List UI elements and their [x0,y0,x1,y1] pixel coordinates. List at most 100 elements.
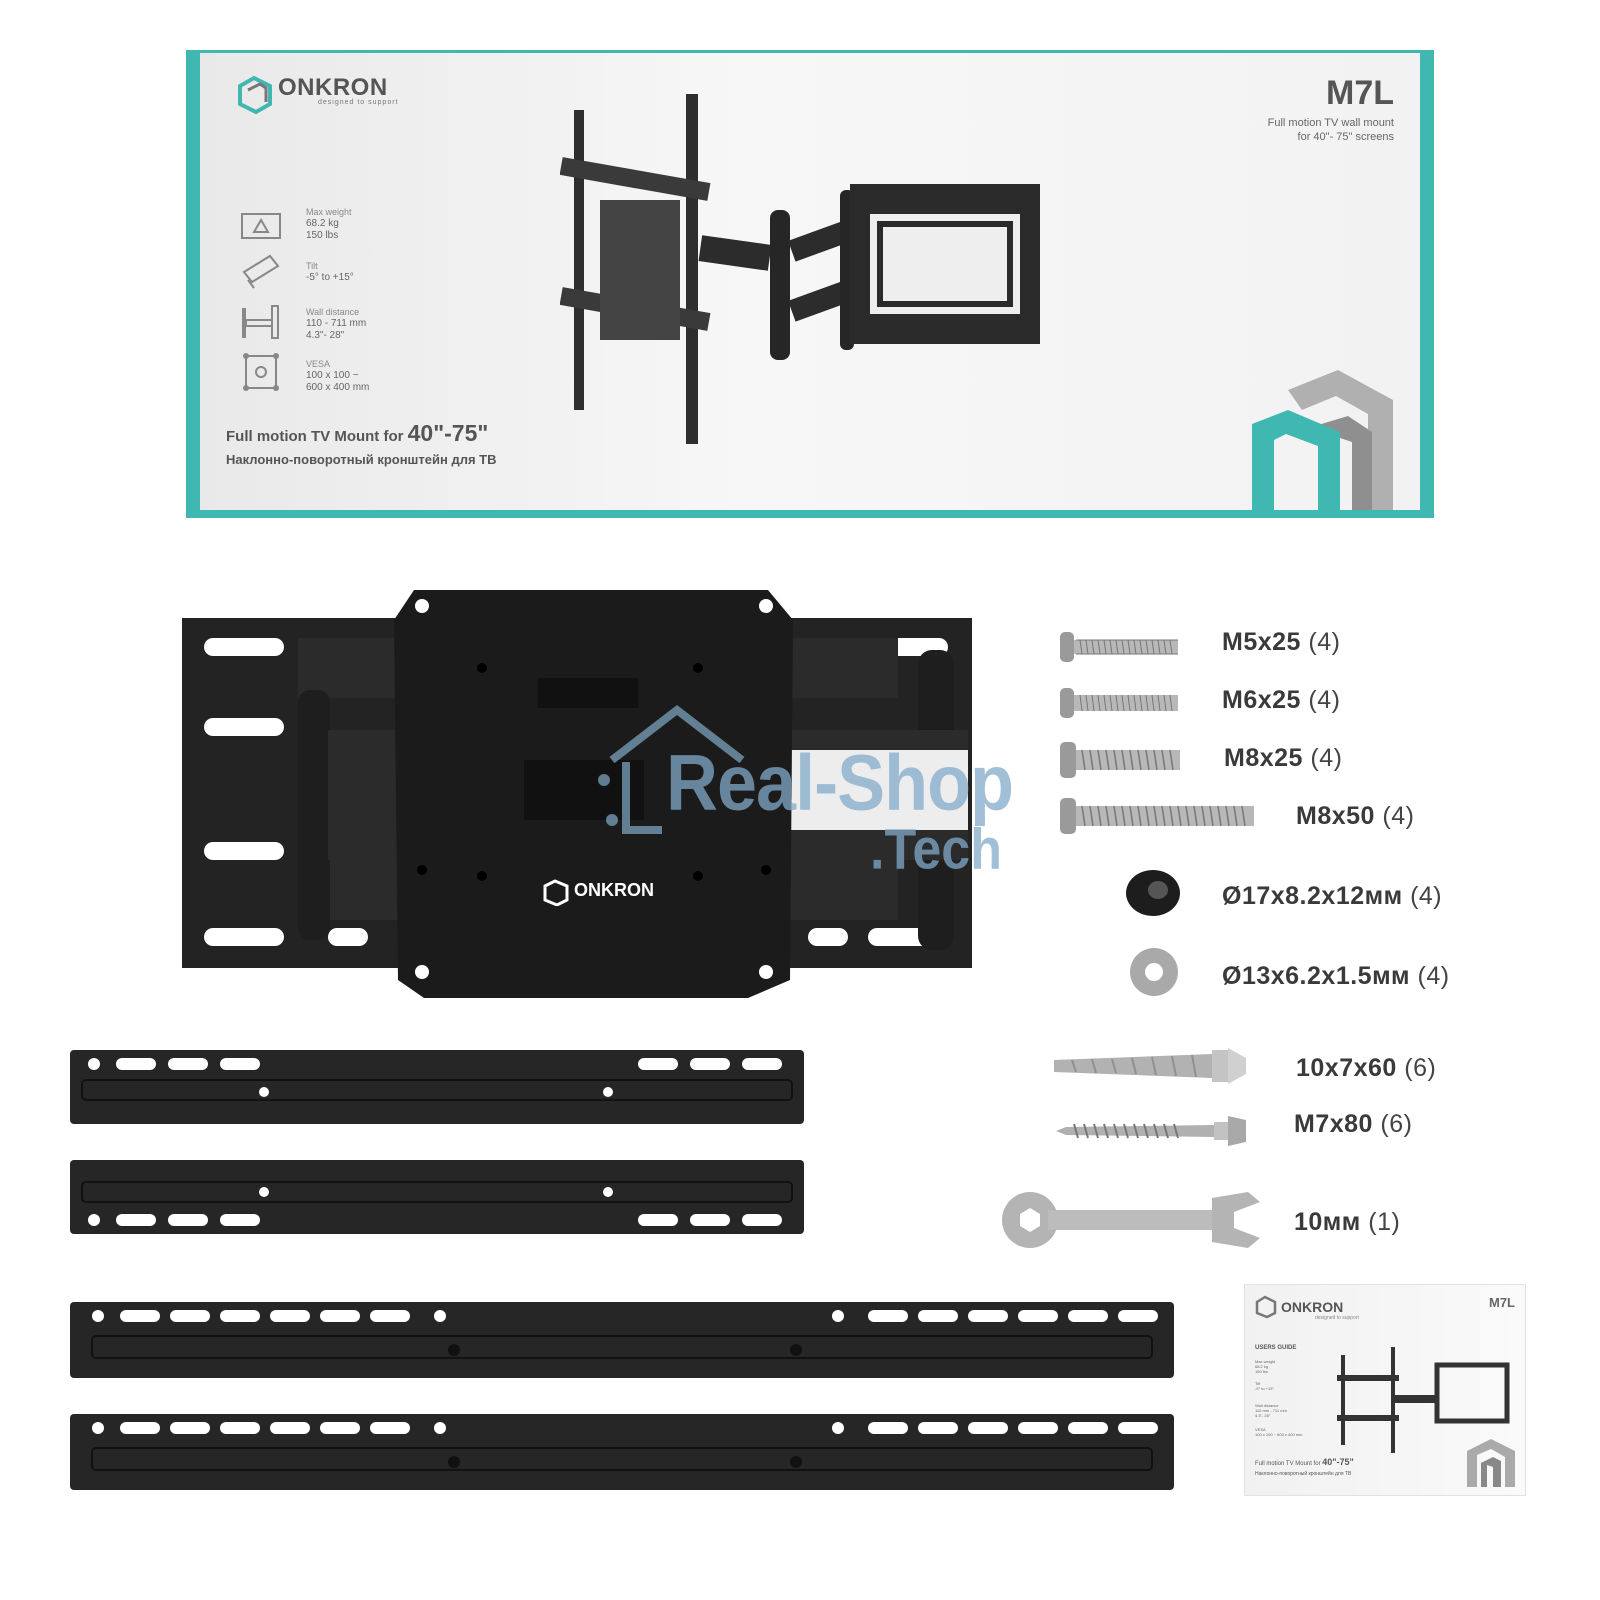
spec-label: VESA [306,359,331,369]
lag-screw-icon [1056,1116,1246,1146]
guide-model: M7L [1489,1295,1515,1310]
hardware-name: M5x25 [1222,628,1301,656]
model-subtitle-line2: for 40"- 75" screens [1297,131,1394,143]
wall-anchor-icon [1054,1048,1246,1084]
mount-title-text: Full motion TV Mount for [226,428,404,445]
brand-tagline: designed to support [318,99,399,106]
short-rail-bottom [70,1160,804,1234]
guide-spec-text: VESA [1255,1427,1266,1432]
mount-product-image [560,94,1040,444]
spec-value: 150 lbs [306,230,339,241]
guide-spec-text: 68.2 kg [1255,1364,1269,1369]
spec-value: 68.2 kg [306,218,339,229]
watermark-text: Real-Shop [666,739,1014,827]
spec-label: Tilt [306,261,318,271]
hardware-label-anchor: 10x7x60 (6) [1296,1054,1436,1083]
guide-spec-2: Tilt -5° to +15° [1255,1381,1274,1391]
hardware-name: M7x80 [1294,1110,1373,1138]
guide-spec-text: Tilt [1255,1381,1261,1386]
tilt-icon [242,254,280,289]
banner-top-line [200,50,1420,53]
model-name: M7L [1326,74,1394,112]
vesa-icon [243,353,279,391]
spec-max-weight: Max weight 68.2 kg 150 lbs [306,206,352,242]
weight-icon [241,213,281,239]
plate-brand: ONKRON [574,880,654,900]
guide-size: 40"-75" [1322,1457,1354,1467]
hardware-label-m8x25: M8x25 (4) [1224,744,1342,773]
spec-label: Wall distance [306,307,360,317]
hardware-label-m8x50: M8x50 (4) [1296,802,1414,831]
long-rail-bottom [70,1414,1174,1490]
watermark-subtext: .Tech [870,818,1002,882]
long-rail-top [70,1302,1174,1378]
guide-heading: USERS GUIDE [1255,1345,1297,1351]
bolt-m6-icon [1060,688,1178,718]
model-subtitle: Full motion TV wall mount for 40"- 75" s… [1214,116,1394,144]
spec-value: 600 x 400 mm [306,382,370,393]
spec-value: 4.3"- 28" [306,330,345,341]
spec-vesa: VESA 100 x 100 ~ 600 x 400 mm [306,358,369,394]
hardware-qty: (4) [1310,744,1343,772]
spacer-icon [1126,870,1180,916]
spec-value: -5° to +15° [306,272,354,283]
guide-brand: ONKRON [1281,1299,1344,1315]
hardware-label-lag-screw: M7x80 (6) [1294,1110,1412,1139]
guide-spec-1: Max weight 68.2 kg 150 lbs [1255,1359,1275,1374]
short-rail-top [70,1050,804,1124]
hardware-qty: (1) [1368,1208,1401,1236]
hardware-label-spacer: Ø17x8.2x12мм (4) [1222,882,1442,911]
users-guide-booklet: ONKRON designed to support M7L USERS GUI… [1244,1284,1526,1496]
hardware-qty: (4) [1382,802,1415,830]
wall-distance-icon [242,305,279,339]
guide-spec-4: VESA 100 x 100 ~ 600 x 400 mm [1255,1427,1302,1437]
brand-name: ONKRON [278,74,388,101]
hardware-name: Ø13x6.2x1.5мм [1222,962,1411,990]
guide-spec-text: 110 mm - 711 mm [1255,1408,1287,1413]
guide-logo-icon [1255,1295,1277,1319]
guide-spec-text: 4.3"- 28" [1255,1413,1271,1418]
washer-icon [1130,948,1178,996]
mount-title-ru: Наклонно-поворотный кронштейн для ТВ [226,452,497,467]
long-rails-image [70,1302,1174,1490]
guide-spec-text: Max weight [1255,1359,1276,1364]
mount-title: Full motion TV Mount for 40"-75" [226,420,488,447]
hardware-qty: (6) [1404,1054,1437,1082]
bolt-m8-long-icon [1060,798,1254,834]
hardware-qty: (4) [1410,882,1443,910]
hardware-name: M8x25 [1224,744,1303,772]
spec-label: Max weight [306,207,352,217]
hardware-name: Ø17x8.2x12мм [1222,882,1403,910]
hardware-qty: (4) [1417,962,1450,990]
spec-value: 100 x 100 ~ [306,370,359,381]
guide-spec-text: 150 lbs [1255,1369,1268,1374]
onkron-logo-icon [238,75,272,114]
hardware-label-m5x25: M5x25 (4) [1222,628,1340,657]
hardware-label-wrench: 10мм (1) [1294,1208,1400,1237]
guide-spec-text: -5° to +15° [1255,1386,1275,1391]
guide-title-ru: Наклонно-поворотный кронштейн для ТВ [1255,1471,1352,1477]
hardware-label-washer: Ø13x6.2x1.5мм (4) [1222,962,1450,991]
wrench-icon [1002,1192,1260,1248]
guide-spec-3: Wall distance 110 mm - 711 mm 4.3"- 28" [1255,1403,1287,1418]
hardware-qty: (6) [1380,1110,1413,1138]
spec-wall-distance: Wall distance 110 - 711 mm 4.3"- 28" [306,306,366,342]
hardware-qty: (4) [1308,628,1341,656]
hardware-name: M8x50 [1296,802,1375,830]
guide-tagline: designed to support [1315,1315,1359,1321]
hardware-name: 10мм [1294,1208,1361,1236]
product-box-banner: ONKRON designed to support M7L Full moti… [186,50,1434,518]
tv-bracket-assembly-image [182,590,972,998]
watermark-house-icon [598,704,745,834]
guide-spec-text: Wall distance [1255,1403,1279,1408]
guide-title-text: Full motion TV Mount for [1255,1461,1321,1467]
onkron-plate-logo-icon [543,879,569,906]
hardware-name: M6x25 [1222,686,1301,714]
spec-value: 110 - 711 mm [306,318,367,329]
bolt-m5-icon [1060,632,1178,662]
model-subtitle-line1: Full motion TV wall mount [1267,117,1394,129]
mount-size: 40"-75" [407,420,489,446]
hardware-qty: (4) [1308,686,1341,714]
short-rails-image [70,1050,804,1234]
large-onkron-mark-icon [1252,370,1393,510]
